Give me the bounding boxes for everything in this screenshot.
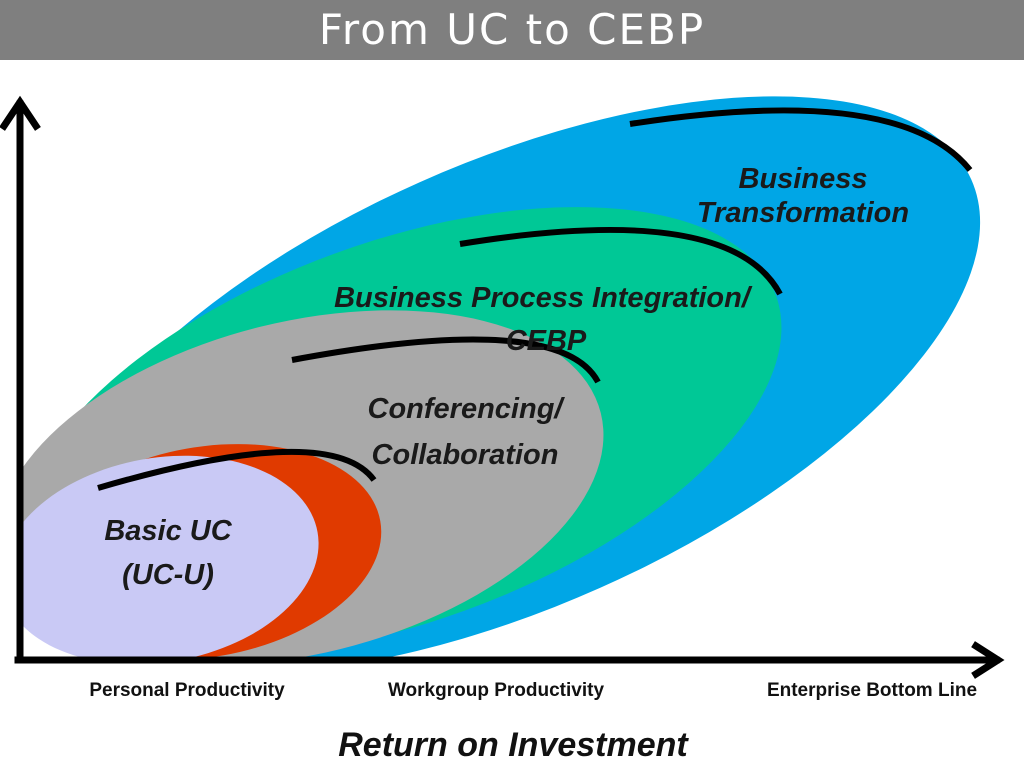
label-conferencing-collaboration-line2: Collaboration (372, 439, 559, 471)
axes (0, 95, 1005, 679)
arc-business-process-integration (459, 227, 783, 296)
label-basic-uc-line1: Basic UC (104, 515, 232, 547)
label-business-transformation-line2: Transformation (697, 197, 909, 229)
x-axis-title: Return on Investment (338, 726, 689, 764)
label-business-process-integration-line1: Business Process Integration/ (334, 282, 753, 314)
slide-title: From UC to CEBP (318, 5, 706, 54)
label-basic-uc-line2: (UC-U) (122, 559, 214, 591)
x-tick-personal-productivity: Personal Productivity (89, 680, 285, 701)
label-business-transformation-line1: Business (739, 163, 868, 195)
label-business-process-integration-line2: CEBP (506, 325, 587, 357)
x-axis-arrowhead (971, 641, 1005, 679)
label-conferencing-collaboration-line1: Conferencing/ (368, 393, 566, 425)
arc-business-transformation (629, 107, 973, 172)
arc-conferencing-collaboration (291, 336, 601, 384)
x-tick-enterprise-bottom-line: Enterprise Bottom Line (767, 680, 977, 701)
title-bar: From UC to CEBP (0, 0, 1024, 60)
arc-basic-uc (97, 448, 377, 491)
x-tick-workgroup-productivity: Workgroup Productivity (388, 680, 604, 701)
zone-basic-uc (20, 455, 319, 658)
zone-edge-arcs (97, 107, 973, 491)
y-axis-arrowhead (0, 95, 41, 131)
